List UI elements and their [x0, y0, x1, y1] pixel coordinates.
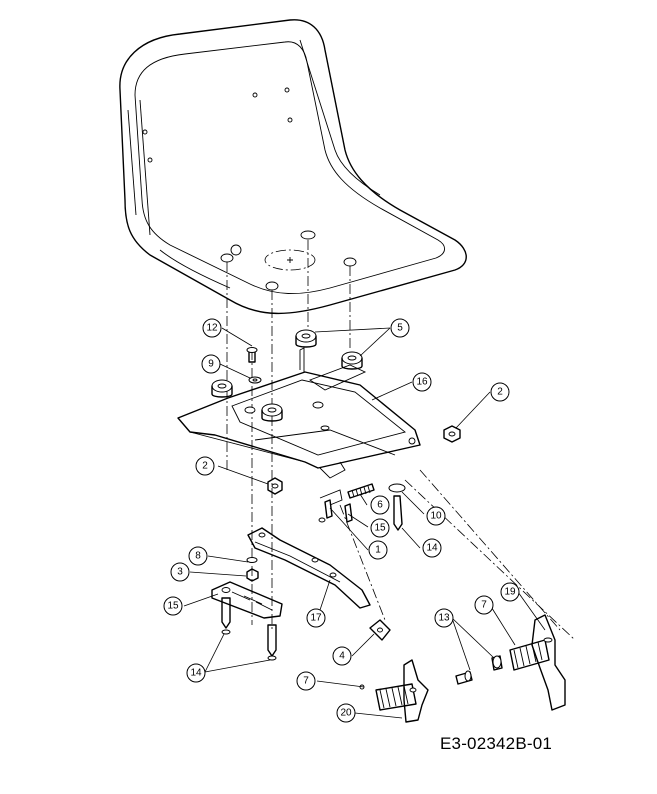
svg-text:13: 13 — [438, 613, 450, 624]
seat-shell — [119, 19, 467, 315]
callout-17: 17 — [306, 608, 326, 628]
callout-10: 10 — [426, 506, 446, 526]
callout-14-upper: 14 — [422, 538, 442, 558]
callout-2-left: 2 — [195, 456, 215, 476]
bracket-clip — [369, 619, 391, 641]
adjuster-parts — [318, 483, 406, 531]
svg-text:15: 15 — [374, 523, 386, 534]
callout-19: 19 — [500, 582, 520, 602]
bolt-and-washer — [246, 347, 262, 384]
callout-2-right: 2 — [490, 382, 510, 402]
washer-and-nut-left — [246, 557, 259, 582]
svg-text:15: 15 — [167, 601, 179, 612]
callout-20: 20 — [336, 703, 356, 723]
callout-16: 16 — [412, 372, 432, 392]
callout-3: 3 — [170, 562, 190, 582]
svg-text:16: 16 — [416, 377, 428, 388]
slide-rail — [247, 527, 371, 609]
svg-text:14: 14 — [190, 668, 202, 679]
svg-text:9: 9 — [208, 359, 214, 370]
bolt-13-parts — [455, 655, 503, 685]
nut-right — [443, 425, 461, 443]
svg-text:7: 7 — [481, 600, 487, 611]
callout-1: 1 — [368, 540, 388, 560]
right-lever-spring-assembly — [509, 614, 566, 711]
lever-spring-assembly — [359, 659, 429, 723]
seat-bracket — [177, 347, 421, 479]
callout-4: 4 — [332, 646, 352, 666]
svg-text:5: 5 — [397, 323, 403, 334]
svg-text:7: 7 — [303, 676, 309, 687]
lower-bracket — [211, 581, 283, 661]
callout-balloons: 12 5 9 16 2 2 6 10 15 1 14 8 3 15 17 14 … — [163, 318, 520, 723]
callout-7-right: 7 — [474, 595, 494, 615]
rubber-mount-parts — [211, 329, 363, 422]
svg-text:3: 3 — [177, 567, 183, 578]
svg-text:2: 2 — [202, 461, 208, 472]
callout-7-left: 7 — [296, 671, 316, 691]
svg-text:10: 10 — [430, 511, 442, 522]
nut-left — [267, 477, 283, 495]
assembly-center-lines — [226, 240, 576, 641]
callout-12: 12 — [202, 318, 222, 338]
svg-text:17: 17 — [310, 613, 322, 624]
callout-15-upper: 15 — [370, 518, 390, 538]
svg-text:1: 1 — [375, 545, 381, 556]
svg-text:8: 8 — [195, 551, 201, 562]
callout-5: 5 — [390, 318, 410, 338]
callout-13: 13 — [434, 608, 454, 628]
callout-15-lower: 15 — [163, 596, 183, 616]
callout-8: 8 — [188, 546, 208, 566]
svg-text:20: 20 — [340, 708, 352, 719]
drawing-number: E3-02342B-01 — [440, 734, 553, 753]
callout-6: 6 — [370, 495, 390, 515]
svg-text:19: 19 — [504, 587, 516, 598]
callout-leader-lines — [183, 327, 546, 719]
svg-text:12: 12 — [206, 323, 218, 334]
callout-14-lower: 14 — [186, 663, 206, 683]
svg-text:4: 4 — [339, 651, 345, 662]
callout-9: 9 — [201, 354, 221, 374]
svg-text:14: 14 — [426, 543, 438, 554]
svg-text:6: 6 — [377, 500, 383, 511]
svg-text:2: 2 — [497, 387, 503, 398]
